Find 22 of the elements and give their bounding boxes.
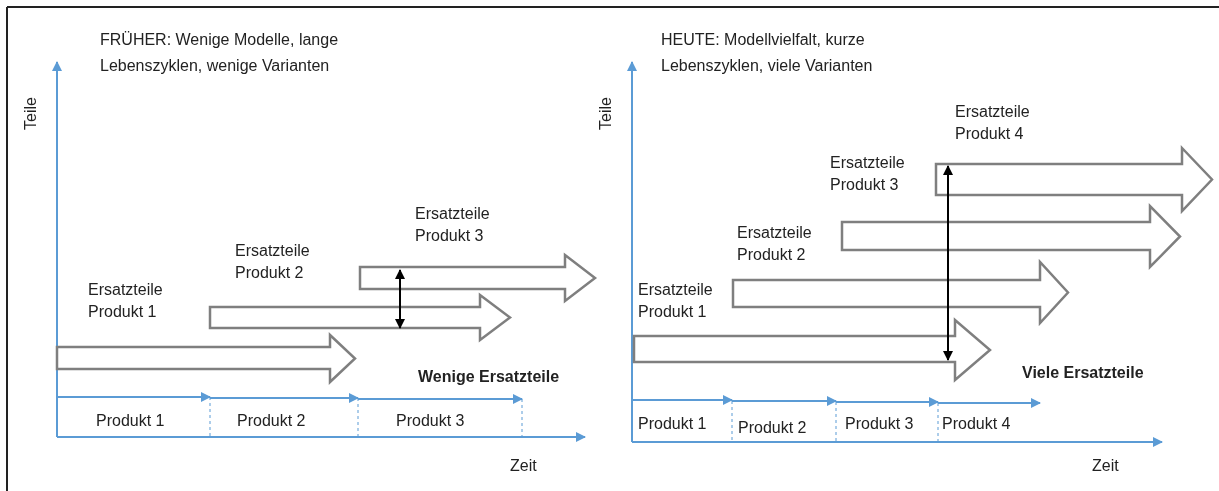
timeline-label: Produkt 3 bbox=[396, 411, 465, 431]
panel-title: FRÜHER: Wenige Modelle, lange Lebenszyklen, wenige Varianten bbox=[100, 30, 340, 76]
axis-label: Teile bbox=[21, 97, 40, 130]
timeline-label: Produkt 1 bbox=[638, 414, 707, 434]
arrow-label: Ersatzteile Produkt 1 bbox=[638, 280, 714, 322]
annotation: Viele Ersatzteile bbox=[1022, 363, 1144, 383]
arrow-label: Ersatzteile Produkt 2 bbox=[737, 223, 813, 265]
timeline-label: Produkt 1 bbox=[96, 411, 165, 431]
timeline-label: Produkt 2 bbox=[237, 411, 306, 431]
arrow-label: Ersatzteile Produkt 1 bbox=[88, 280, 164, 322]
panel-title: HEUTE: Modellvielfalt, kurze Lebenszyklen, viele Varianten bbox=[661, 30, 874, 76]
timeline-label: Produkt 2 bbox=[738, 418, 807, 438]
timeline-label: Produkt 4 bbox=[942, 414, 1011, 434]
arrow-label: Ersatzteile Produkt 3 bbox=[830, 153, 906, 195]
arrow-label: Ersatzteile Produkt 3 bbox=[415, 204, 491, 246]
arrow-label: Ersatzteile Produkt 2 bbox=[235, 241, 311, 283]
timeline-label: Produkt 3 bbox=[845, 414, 914, 434]
axis-label: Teile bbox=[596, 97, 615, 130]
arrow-label: Ersatzteile Produkt 4 bbox=[955, 102, 1031, 144]
annotation: Wenige Ersatzteile bbox=[418, 367, 560, 387]
axis-label: Zeit bbox=[1092, 456, 1119, 476]
axis-label: Zeit bbox=[510, 456, 537, 476]
